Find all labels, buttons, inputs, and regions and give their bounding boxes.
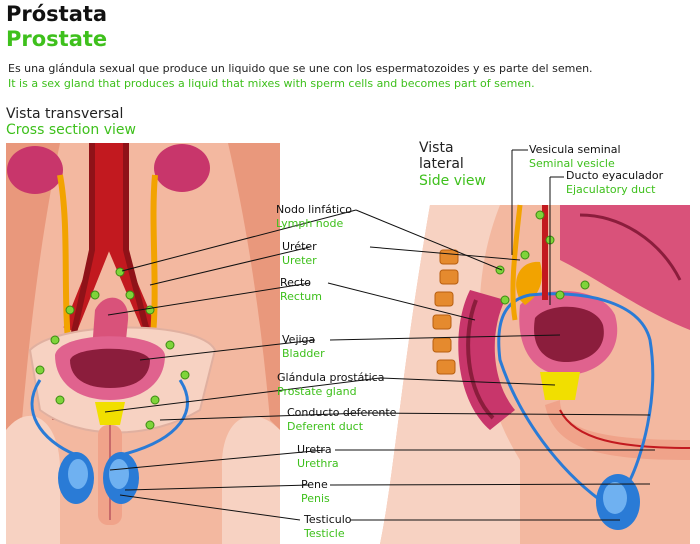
label-ureter: Uréter Ureter: [282, 240, 317, 268]
side-view-title-spanish-1: Vista: [419, 140, 454, 156]
cross-view-title-english: Cross section view: [6, 122, 136, 138]
label-ejaculatory-duct-en: Ejaculatory duct: [566, 183, 656, 196]
label-penis-en: Penis: [301, 492, 330, 505]
description-spanish: Es una glándula sexual que produce un li…: [8, 62, 593, 75]
cross-section-drawing: [6, 143, 280, 544]
label-bladder-es: Vejiga: [282, 333, 316, 346]
label-prostate-gland: Glándula prostática Prostate gland: [277, 371, 384, 399]
label-deferent-duct: Conducto deferente Deferent duct: [287, 406, 396, 434]
label-bladder: Vejiga Bladder: [282, 333, 325, 361]
label-lymph-node-es: Nodo linfático: [276, 203, 353, 216]
label-rectum-es: Recto: [280, 276, 312, 289]
description-english: It is a sex gland that produces a liquid…: [8, 77, 535, 90]
leader-lines: [104, 149, 655, 521]
label-rectum: Recto Rectum: [280, 276, 322, 304]
label-ureter-en: Ureter: [282, 254, 317, 267]
label-penis-es: Pene: [301, 478, 328, 491]
title-english: Prostate: [6, 27, 108, 51]
title-spanish: Próstata: [6, 2, 108, 26]
label-ureter-es: Uréter: [282, 240, 317, 253]
label-testicle-es: Testiculo: [304, 513, 352, 526]
label-lymph-node-en: Lymph node: [276, 217, 344, 230]
label-lymph-node: Nodo linfático Lymph node: [276, 203, 352, 231]
label-seminal-vesicle-en: Seminal vesicle: [529, 157, 615, 170]
label-prostate-gland-es: Glándula prostática: [277, 371, 385, 384]
label-seminal-vesicle: Vesicula seminal Seminal vesicle: [529, 143, 621, 171]
label-seminal-vesicle-es: Vesicula seminal: [529, 143, 621, 156]
label-deferent-duct-es: Conducto deferente: [287, 406, 397, 419]
side-view-drawing: [380, 204, 691, 544]
label-urethra-en: Urethra: [297, 457, 339, 470]
cross-view-title-spanish: Vista transversal: [6, 106, 124, 122]
label-urethra: Uretra Urethra: [297, 443, 339, 471]
label-ejaculatory-duct: Ducto eyaculador Ejaculatory duct: [566, 169, 663, 197]
label-rectum-en: Rectum: [280, 290, 322, 303]
label-prostate-gland-en: Prostate gland: [277, 385, 357, 398]
label-ejaculatory-duct-es: Ducto eyaculador: [566, 169, 664, 182]
label-urethra-es: Uretra: [297, 443, 332, 456]
label-bladder-en: Bladder: [282, 347, 325, 360]
side-view-title-spanish-2: lateral: [419, 156, 464, 172]
side-view-title-english: Side view: [419, 173, 486, 189]
label-testicle-en: Testicle: [304, 527, 345, 540]
label-deferent-duct-en: Deferent duct: [287, 420, 364, 433]
label-testicle: Testiculo Testicle: [304, 513, 352, 541]
label-penis: Pene Penis: [301, 478, 330, 506]
